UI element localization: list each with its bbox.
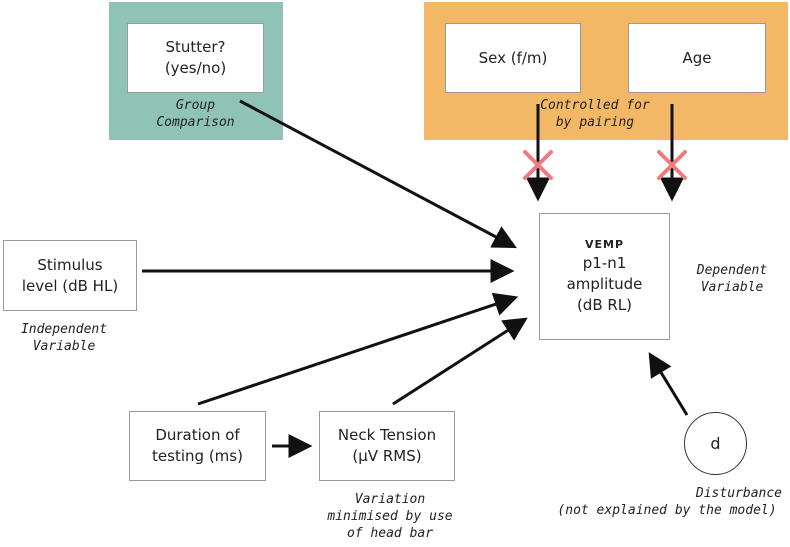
dependent-note: Dependent Variable — [682, 262, 782, 296]
independent-note-line2: Variable — [32, 339, 96, 354]
vemp-label-line2: amplitude — [566, 275, 643, 293]
dependent-note-line2: Variable — [700, 280, 764, 295]
cross-age-b — [657, 150, 687, 180]
duration-label-line2: testing (ms) — [152, 447, 243, 465]
independent-note-line1: Independent — [20, 322, 108, 337]
vemp-label-line1: p1-n1 — [582, 254, 627, 272]
sex-box: Sex (f/m) — [445, 23, 581, 93]
arrow-duration-to-vemp — [197, 292, 519, 406]
group-note-line1: Group — [175, 98, 216, 113]
variation-note-line3: of head bar — [346, 526, 434, 541]
dependent-note-line1: Dependent — [696, 263, 768, 278]
neck-tension-box: Neck Tension (µV RMS) — [319, 411, 455, 481]
variation-note-line1: Variation — [354, 492, 426, 507]
duration-box: Duration of testing (ms) — [129, 411, 266, 481]
stimulus-label-line2: level (dB HL) — [21, 276, 119, 295]
arrow-neck-to-vemp — [392, 317, 528, 406]
controlled-note-line1: Controlled for — [540, 98, 650, 113]
independent-note: Independent Variable — [8, 321, 120, 355]
vemp-label-line3: (dB RL) — [576, 296, 633, 314]
stimulus-box: Stimulus level (dB HL) — [3, 240, 137, 311]
arrow-stutter-to-vemp — [239, 99, 517, 249]
duration-label-line1: Duration of — [155, 426, 240, 444]
variation-note-line2: minimised by use — [327, 509, 453, 524]
neck-label-line1: Neck Tension — [337, 426, 437, 444]
age-box: Age — [628, 23, 766, 93]
age-label: Age — [682, 48, 712, 67]
stutter-box: Stutter? (yes/no) — [127, 23, 264, 93]
disturbance-note-line1: Disturbance — [695, 486, 782, 501]
disturbance-node: d — [684, 412, 747, 475]
vemp-tag: VEMP — [584, 238, 625, 251]
neck-label-line2: (µV RMS) — [352, 447, 422, 465]
cross-sex-b — [523, 150, 553, 180]
group-note-line2: Comparison — [156, 115, 235, 130]
disturbance-label: d — [710, 434, 721, 453]
controlled-note-line2: by pairing — [555, 115, 635, 130]
variation-note: Variation minimised by use of head bar — [310, 491, 470, 542]
stutter-label-line2: (yes/no) — [164, 59, 227, 77]
disturbance-note-line2: (not explained by the model) — [557, 503, 777, 518]
group-comparison-note: Group Comparison — [127, 97, 264, 131]
disturbance-note: Disturbance (not explained by the model) — [548, 485, 786, 519]
controlled-note: Controlled for by pairing — [515, 97, 675, 131]
blocked-path-crosses — [523, 150, 687, 180]
stutter-label-line1: Stutter? — [165, 38, 226, 56]
vemp-box: VEMP p1-n1 amplitude (dB RL) — [539, 213, 670, 340]
stimulus-label-line1: Stimulus — [37, 255, 103, 274]
sex-label: Sex (f/m) — [478, 48, 548, 67]
arrow-disturbance-to-vemp — [648, 352, 689, 416]
